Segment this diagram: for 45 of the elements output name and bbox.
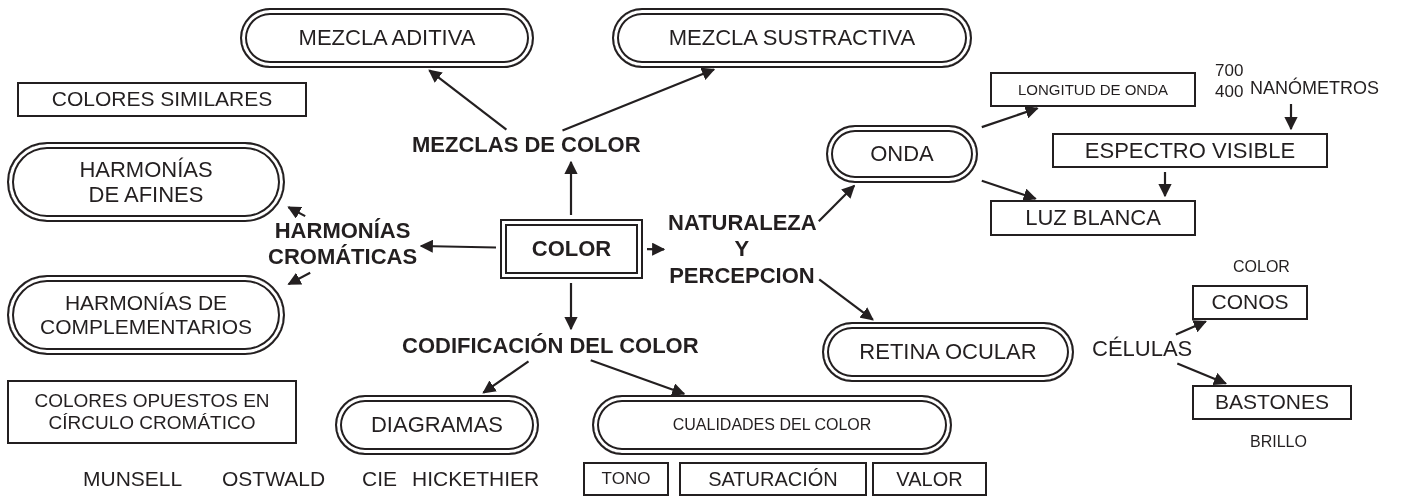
central-concept-box: COLOR (500, 219, 643, 279)
arrow (818, 184, 856, 222)
concept-pill: DIAGRAMAS (335, 395, 539, 455)
arrow (981, 179, 1037, 202)
system-name: MUNSELL (83, 468, 183, 489)
arrow (562, 67, 716, 132)
arrow (981, 105, 1039, 129)
concept-box: BASTONES (1192, 385, 1352, 420)
concept-pill: CUALIDADES DEL COLOR (592, 395, 952, 455)
wavelength-value: 700 (1215, 62, 1244, 79)
concept-box: COLORES SIMILARES (17, 82, 307, 117)
wavelength-value: 400 (1215, 83, 1244, 100)
arrow (1158, 172, 1172, 198)
arrow (1176, 362, 1227, 386)
arrow (287, 206, 306, 219)
system-name: HICKETHIER (412, 468, 540, 489)
concept-note: BRILLO (1250, 434, 1307, 450)
arrow (428, 69, 508, 131)
concept-pill: RETINA OCULAR (822, 322, 1074, 382)
arrow (564, 283, 578, 331)
arrow (1284, 104, 1298, 131)
concept-box: SATURACIÓN (679, 462, 867, 496)
concept-box: CONOS (1192, 285, 1308, 320)
arrow (287, 271, 311, 286)
arrow (564, 160, 578, 215)
arrow (647, 242, 666, 256)
concept-box: TONO (583, 462, 669, 496)
system-name: OSTWALD (222, 468, 326, 489)
arrow (419, 239, 497, 253)
concept-box: LONGITUD DE ONDA (990, 72, 1196, 107)
arrow (482, 360, 530, 394)
concept-box: LUZ BLANCA (990, 200, 1196, 236)
system-name: CIE (362, 468, 397, 489)
concept-pill: HARMONÍAS DE AFINES (7, 142, 285, 222)
arrow (590, 359, 686, 396)
concept-note: COLOR (1233, 259, 1290, 275)
arrow (1175, 320, 1207, 336)
arrow (818, 278, 874, 321)
concept-box: COLORES OPUESTOS EN CÍRCULO CROMÁTICO (7, 380, 297, 444)
concept-box: VALOR (872, 462, 987, 496)
concept-pill: ONDA (826, 125, 978, 183)
concept-pill: MEZCLA ADITIVA (240, 8, 534, 68)
concept-box: ESPECTRO VISIBLE (1052, 133, 1328, 168)
concept-pill: HARMONÍAS DE COMPLEMENTARIOS (7, 275, 285, 355)
concept-pill: MEZCLA SUSTRACTIVA (612, 8, 972, 68)
